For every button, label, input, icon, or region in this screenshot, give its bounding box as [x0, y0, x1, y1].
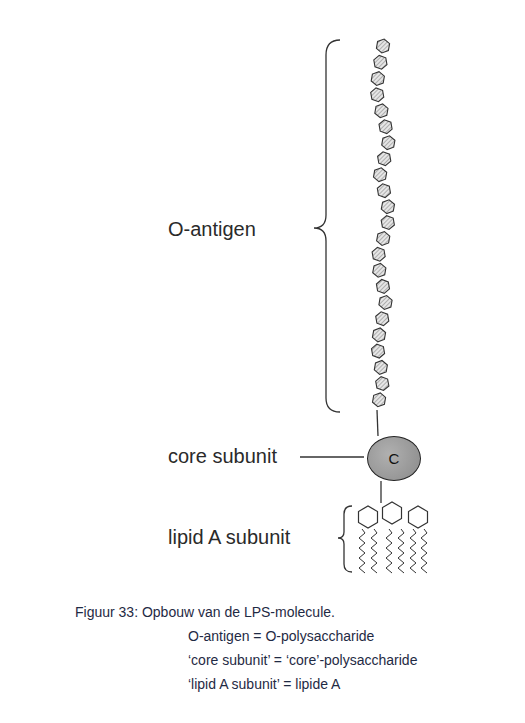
chain-stroke [398, 529, 404, 573]
chain-stroke [372, 344, 385, 358]
chain-stroke [386, 529, 392, 573]
part-label: lipid A subunit [168, 526, 290, 549]
chain-stroke [379, 296, 392, 310]
chain-stroke [377, 184, 390, 198]
brace [338, 506, 352, 572]
core-circle: C [367, 436, 421, 481]
chain-stroke [375, 104, 388, 118]
chain-stroke [376, 39, 389, 53]
caption-line: ‘lipid A subunit’ = lipide A [188, 676, 340, 692]
part-label: core subunit [168, 445, 277, 468]
chain-stroke [371, 72, 384, 86]
chain-stroke [376, 280, 389, 294]
chain-stroke [374, 55, 387, 69]
chain-stroke [379, 120, 392, 134]
part-label: O-antigen [168, 218, 256, 241]
caption-line: O-antigen = O-polysaccharide [188, 628, 374, 644]
chain-stroke [376, 377, 389, 391]
chain-stroke [372, 247, 385, 261]
figure-caption: Figuur 33: Opbouw van de LPS-molecule. [75, 604, 335, 620]
chain-stroke [376, 312, 389, 326]
chain-stroke [378, 152, 391, 166]
chain-stroke [421, 529, 427, 573]
chain-stroke [381, 216, 394, 230]
o-antigen-chain [371, 39, 395, 436]
chain-stroke [377, 232, 390, 246]
chain-stroke [359, 529, 365, 573]
lipid-a-structure [359, 502, 428, 573]
chain-stroke [373, 393, 386, 407]
caption-line: ‘core subunit’ = ‘core’-polysaccharide [188, 652, 417, 668]
leader-line [300, 456, 364, 457]
core-letter: C [389, 450, 400, 467]
chain-stroke [410, 529, 416, 573]
chain-stroke [372, 328, 385, 342]
chain-stroke [359, 506, 378, 528]
chain-stroke [409, 506, 428, 528]
chain-stroke [383, 502, 402, 524]
chain-stroke [381, 200, 394, 214]
chain-stroke [374, 361, 387, 375]
chain-stroke [371, 529, 377, 573]
chain-stroke [377, 410, 378, 436]
chain-stroke [374, 168, 387, 182]
chain-stroke [371, 88, 384, 102]
brace [314, 40, 340, 412]
linker [380, 481, 381, 503]
chain-stroke [382, 136, 395, 150]
chain-stroke [373, 263, 386, 277]
